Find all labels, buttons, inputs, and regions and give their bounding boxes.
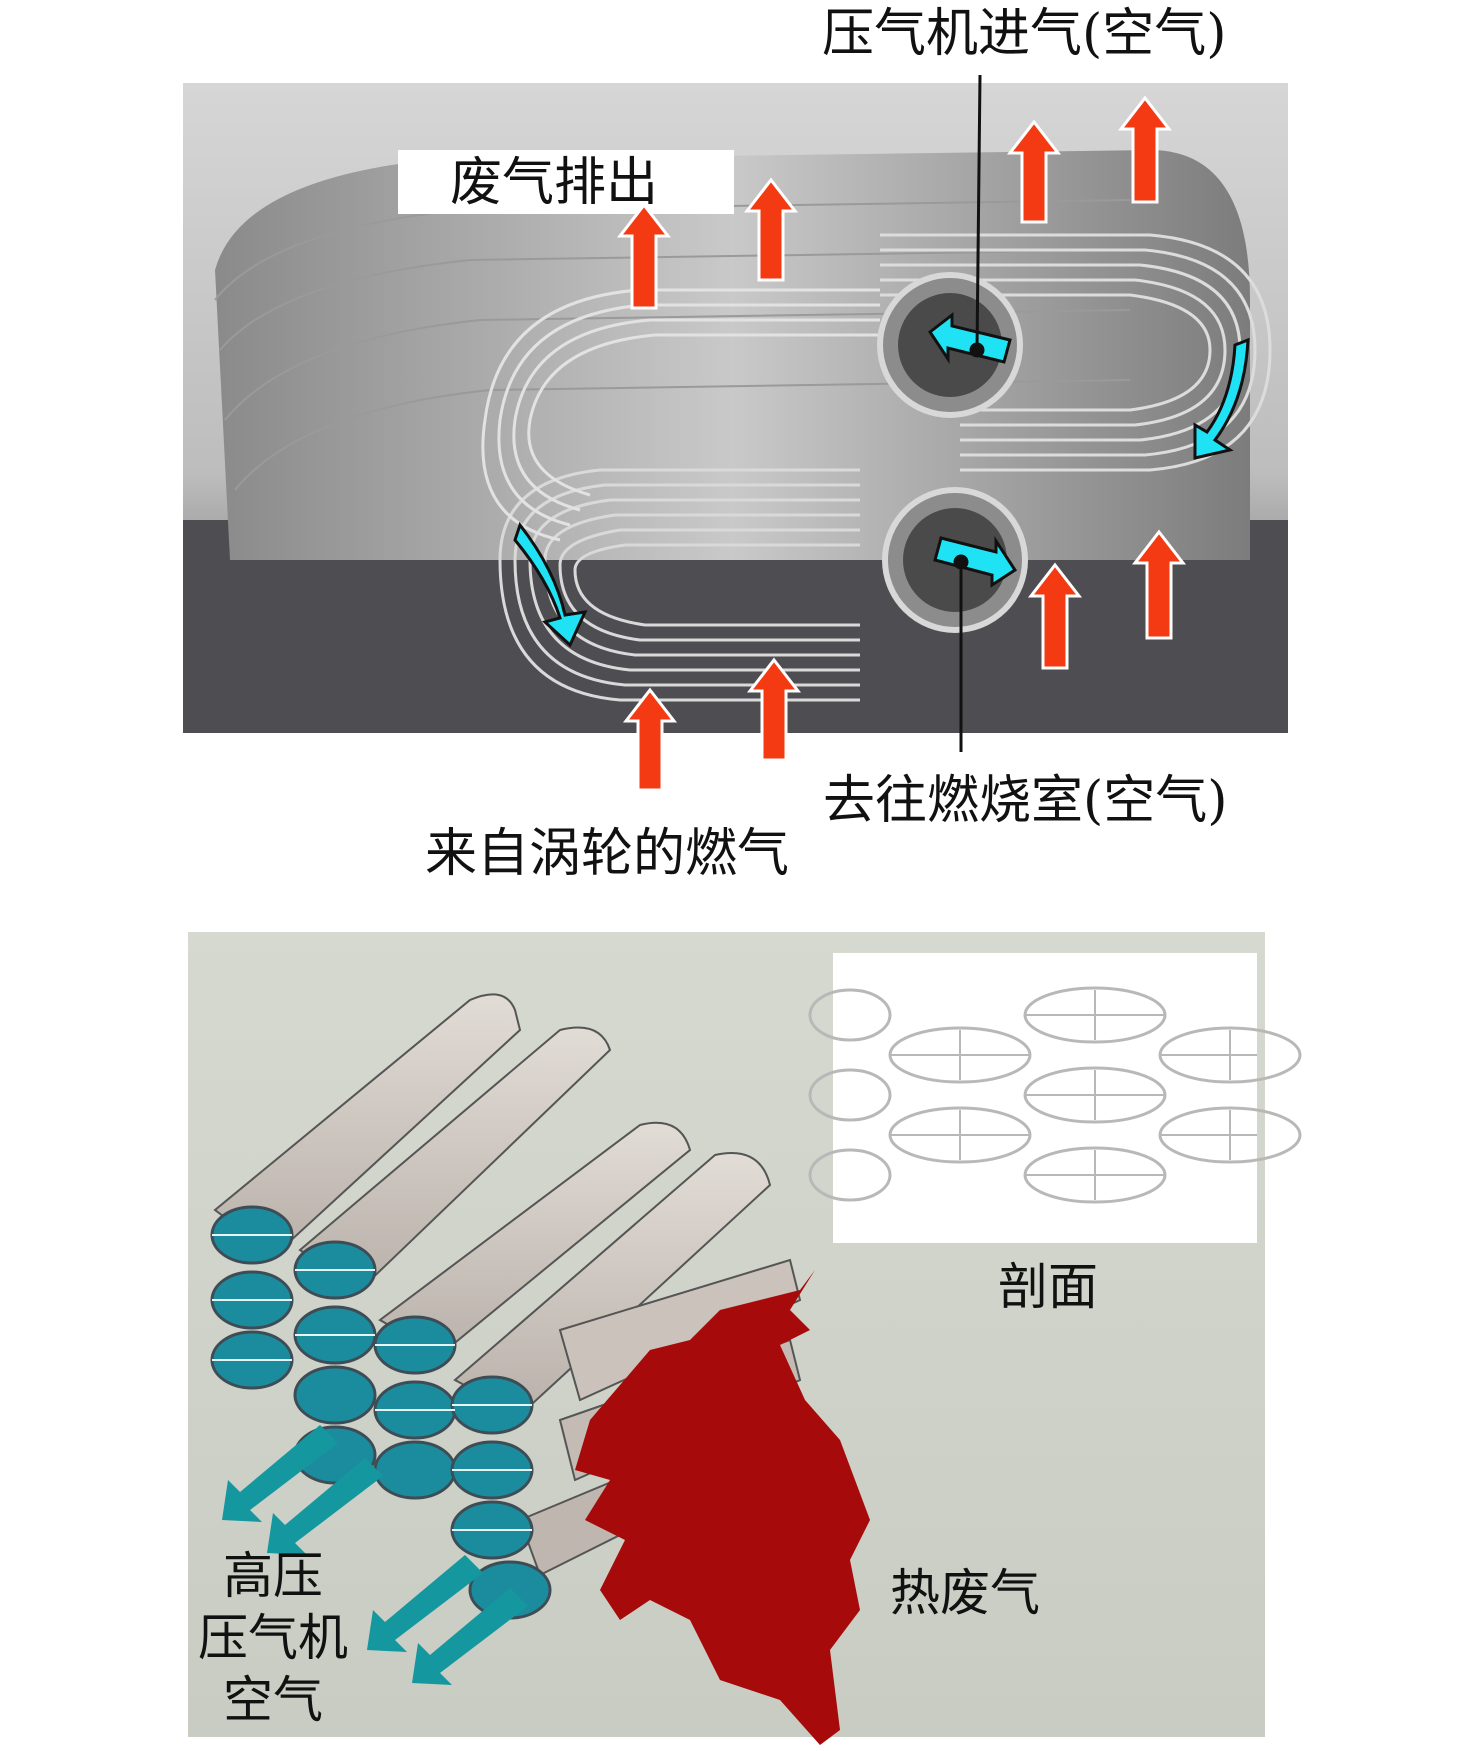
right-arrow-icon — [933, 535, 1018, 588]
up-arrow-icon — [1117, 95, 1173, 204]
cross-section-inset — [808, 953, 1302, 1243]
up-arrow-icon — [746, 657, 802, 762]
tube-bundle-lower — [498, 468, 860, 702]
down-left-arrow-icon — [412, 1588, 528, 1685]
section-label: 剖面 — [998, 1258, 1098, 1316]
hp-air-line2: 压气机 — [198, 1609, 348, 1667]
hot-gas-arrows — [616, 95, 1187, 792]
up-arrow-icon — [622, 687, 678, 792]
up-arrow-icon — [1006, 119, 1062, 224]
tube-section-figure — [188, 932, 1302, 1745]
hp-air-line1: 高压 — [223, 1547, 323, 1605]
left-arrow-icon — [927, 311, 1012, 364]
up-arrow-icon — [1131, 529, 1187, 640]
hp-air-arrows — [222, 1425, 528, 1685]
exhaust-out-label: 废气排出 — [450, 153, 659, 213]
recuperator-photo — [183, 83, 1288, 733]
air-flow-arrows — [513, 311, 1250, 648]
up-arrow-icon — [743, 177, 799, 282]
curved-arrow-icon — [1193, 337, 1250, 460]
down-left-arrow-icon — [367, 1555, 483, 1652]
hot-exhaust-label: 热废气 — [890, 1564, 1040, 1622]
hp-compressor-air-label: 高压 压气机 空气 — [188, 1545, 358, 1731]
hot-exhaust-shape — [575, 1270, 870, 1745]
compressor-inlet-label: 压气机进气(空气) — [822, 4, 1227, 64]
up-arrow-icon — [616, 202, 672, 310]
leader-lines — [953, 74, 985, 752]
hp-air-line3: 空气 — [223, 1671, 323, 1729]
down-left-arrow-icon — [267, 1458, 383, 1555]
down-left-arrow-icon — [222, 1425, 338, 1522]
turbine-gas-label: 来自涡轮的燃气 — [425, 824, 790, 884]
label-backing — [398, 150, 734, 214]
to-combustor-label: 去往燃烧室(空气) — [823, 771, 1228, 831]
up-arrow-icon — [1027, 562, 1083, 670]
curved-arrow-icon — [513, 521, 588, 648]
